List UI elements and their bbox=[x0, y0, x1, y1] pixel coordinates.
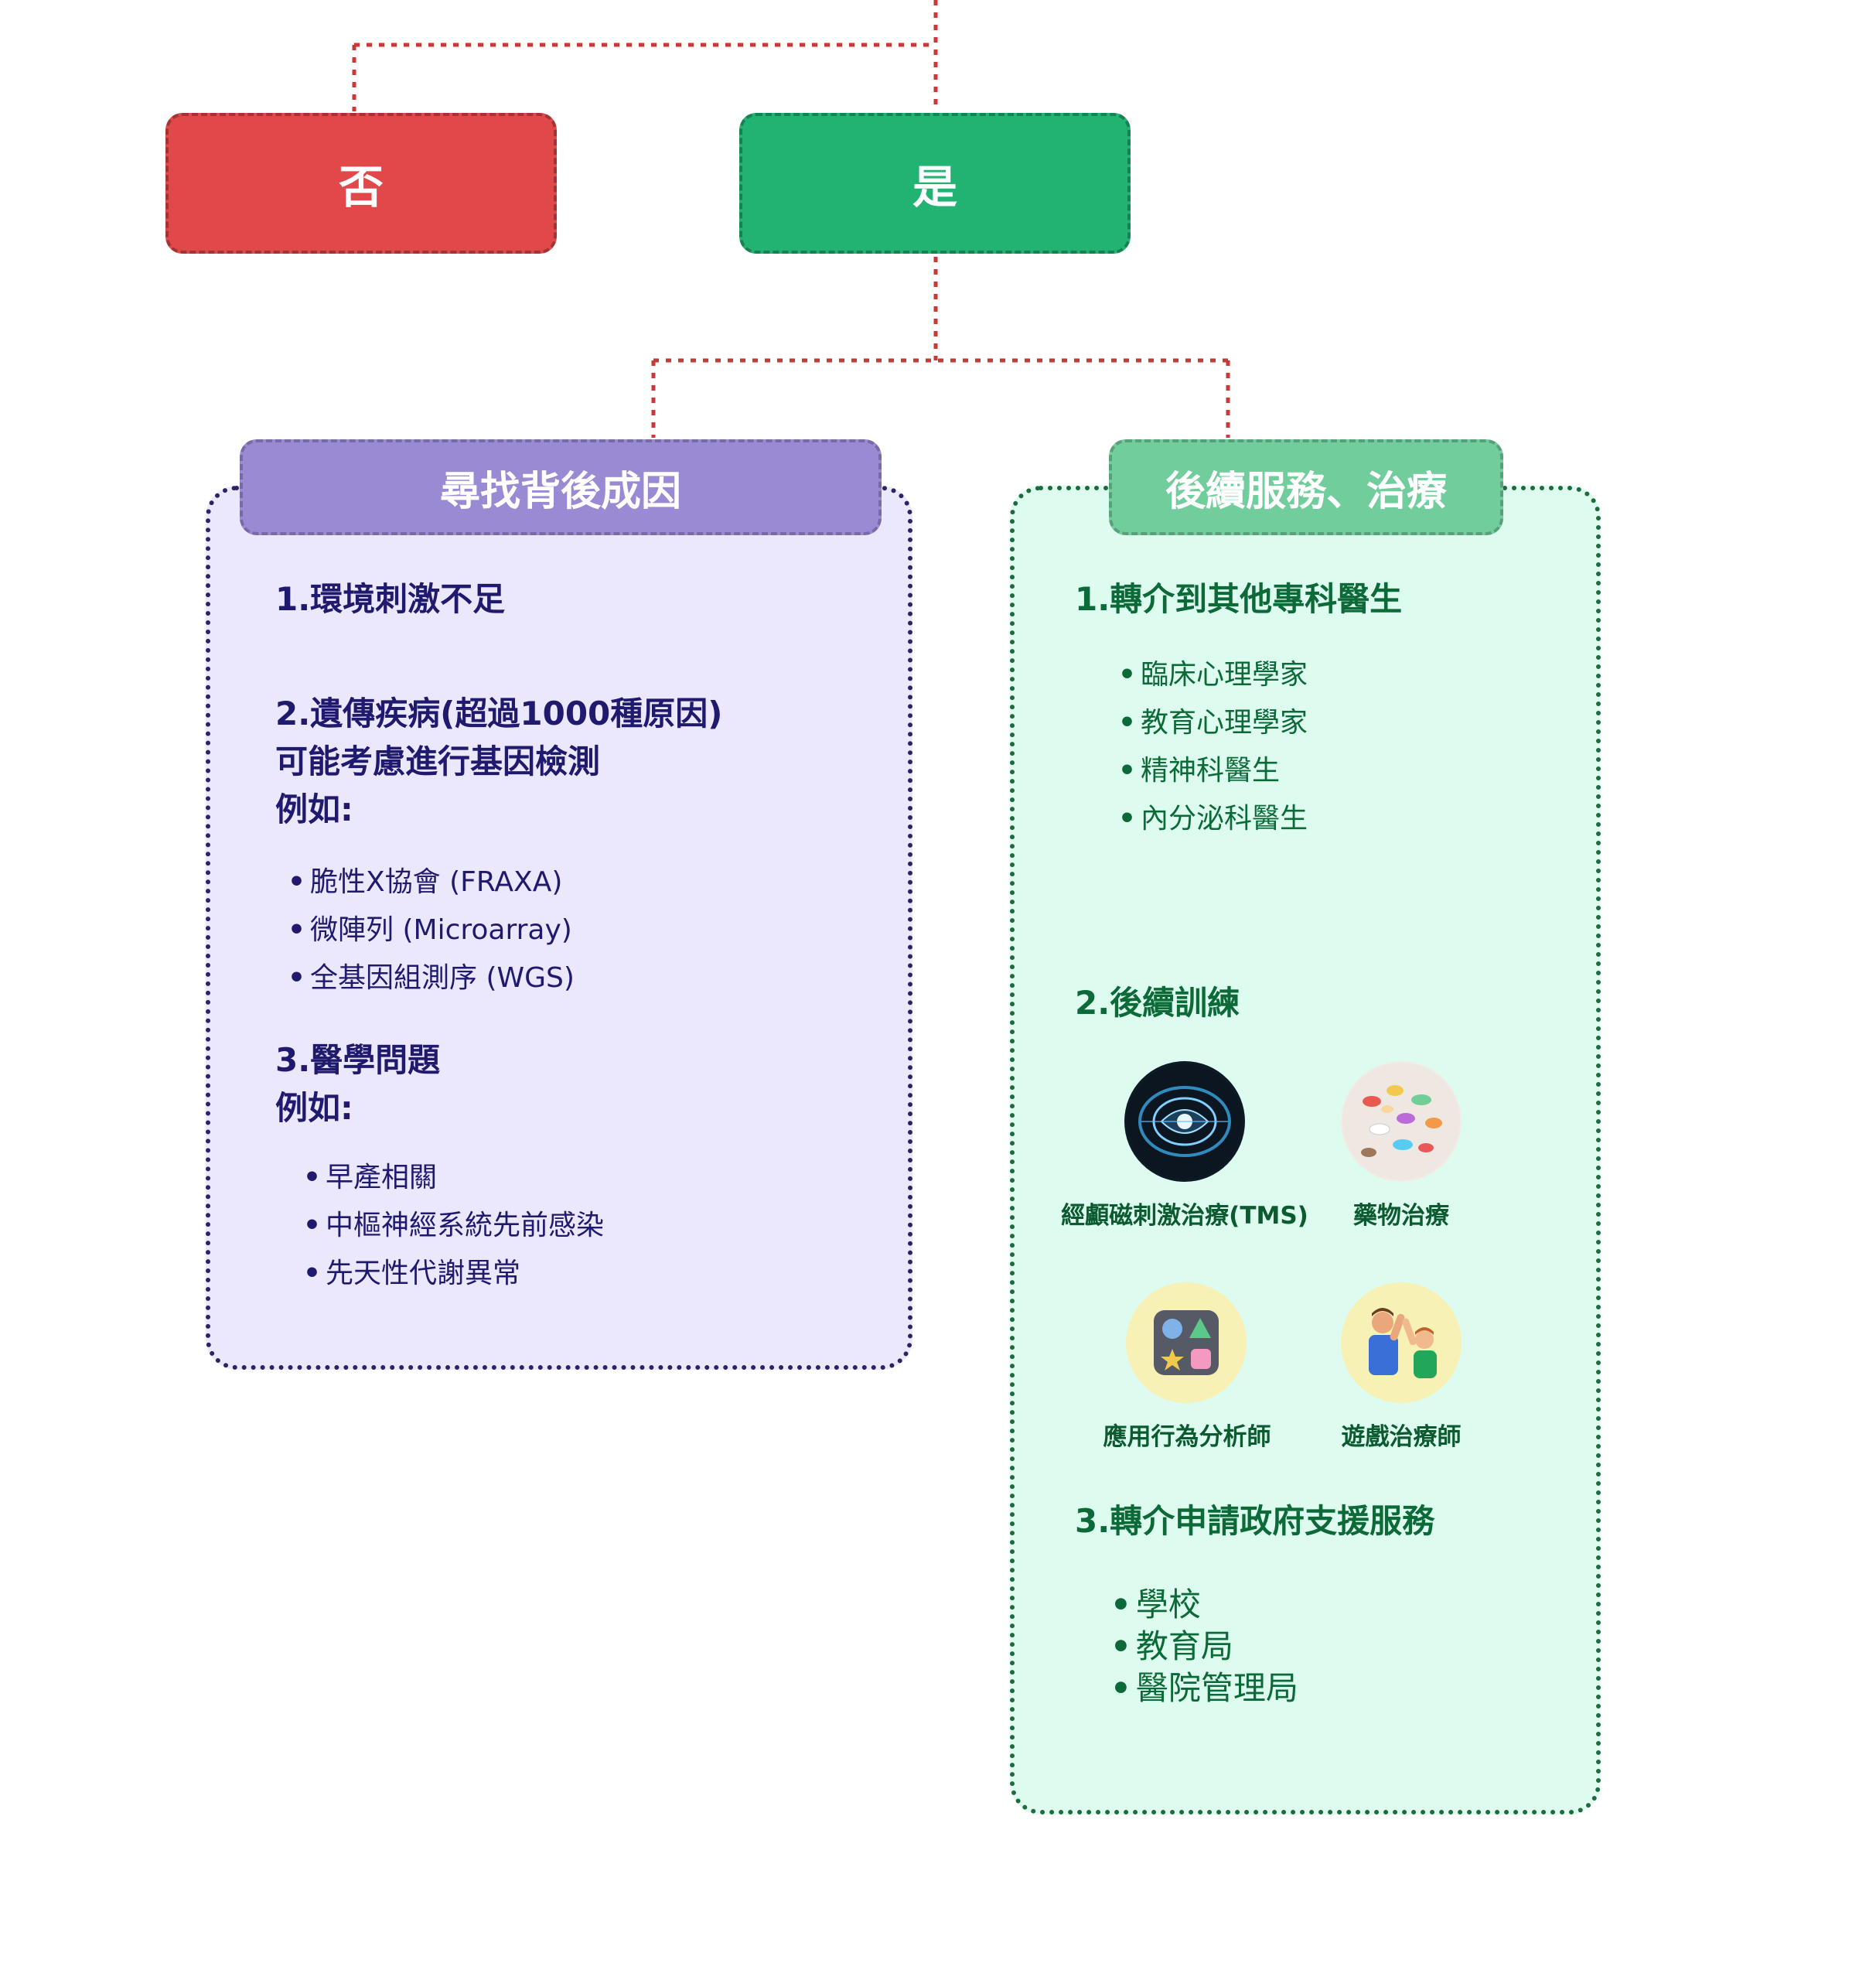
service-item-1: 1.轉介到其他專科醫生 bbox=[1075, 580, 1403, 618]
service-item-2: 2.後續訓練 bbox=[1075, 984, 1240, 1022]
government-support-list: 學校 教育局 醫院管理局 bbox=[1110, 1584, 1298, 1709]
cause-item-3-line: 3.醫學問題 bbox=[275, 1041, 441, 1079]
list-item: 內分泌科醫生 bbox=[1118, 795, 1308, 843]
list-item: 早產相關 bbox=[303, 1154, 604, 1202]
therapy-label-tms: 經顱磁刺激治療(TMS) bbox=[1061, 1202, 1308, 1230]
referral-list: 臨床心理學家 教育心理學家 精神科醫生 內分泌科醫生 bbox=[1118, 651, 1308, 843]
aba-shapes-board-icon bbox=[1126, 1282, 1247, 1403]
therapy-label-medication: 藥物治療 bbox=[1353, 1202, 1449, 1230]
cause-item-1: 1.環境刺激不足 bbox=[275, 580, 506, 618]
cause-item-3: 3.醫學問題 例如: bbox=[275, 1036, 440, 1132]
cause-item-2-line: 例如: bbox=[275, 790, 353, 828]
list-item: 臨床心理學家 bbox=[1118, 651, 1308, 699]
service-item-3: 3.轉介申請政府支援服務 bbox=[1075, 1502, 1435, 1540]
no-label: 否 bbox=[338, 161, 384, 213]
cause-item-2-line: 可能考慮進行基因檢測 bbox=[275, 742, 601, 780]
cause-item-2-line: 2.遺傳疾病(超過1000種原因) bbox=[275, 695, 723, 732]
list-item: 全基因組測序 (WGS) bbox=[288, 954, 575, 1002]
causes-panel-header: 尋找背後成因 bbox=[240, 439, 882, 535]
play-therapy-high-five-icon bbox=[1341, 1282, 1462, 1403]
cause-item-3-line: 例如: bbox=[275, 1089, 353, 1127]
list-item: 中樞神經系統先前感染 bbox=[303, 1202, 604, 1250]
medical-issue-list: 早產相關 中樞神經系統先前感染 先天性代謝異常 bbox=[303, 1154, 604, 1298]
therapy-label-aba: 應用行為分析師 bbox=[1103, 1423, 1271, 1451]
medication-pills-icon bbox=[1341, 1061, 1462, 1182]
list-item: 學校 bbox=[1110, 1584, 1298, 1626]
list-item: 脆性X協會 (FRAXA) bbox=[288, 859, 575, 906]
list-item: 微陣列 (Microarray) bbox=[288, 906, 575, 954]
yes-box: 是 bbox=[739, 113, 1131, 254]
causes-panel-title: 尋找背後成因 bbox=[439, 468, 681, 515]
tms-device-icon bbox=[1124, 1061, 1245, 1182]
no-box: 否 bbox=[165, 113, 557, 254]
services-panel-header: 後續服務、治療 bbox=[1109, 439, 1503, 535]
services-panel-title: 後續服務、治療 bbox=[1165, 468, 1447, 515]
therapy-label-play: 遊戲治療師 bbox=[1341, 1423, 1462, 1451]
list-item: 教育心理學家 bbox=[1118, 699, 1308, 747]
genetic-test-list: 脆性X協會 (FRAXA) 微陣列 (Microarray) 全基因組測序 (W… bbox=[288, 859, 575, 1002]
yes-label: 是 bbox=[912, 161, 957, 213]
list-item: 教育局 bbox=[1110, 1626, 1298, 1668]
cause-item-2: 2.遺傳疾病(超過1000種原因) 可能考慮進行基因檢測 例如: bbox=[275, 690, 722, 834]
list-item: 精神科醫生 bbox=[1118, 747, 1308, 795]
list-item: 先天性代謝異常 bbox=[303, 1250, 604, 1298]
list-item: 醫院管理局 bbox=[1110, 1668, 1298, 1709]
